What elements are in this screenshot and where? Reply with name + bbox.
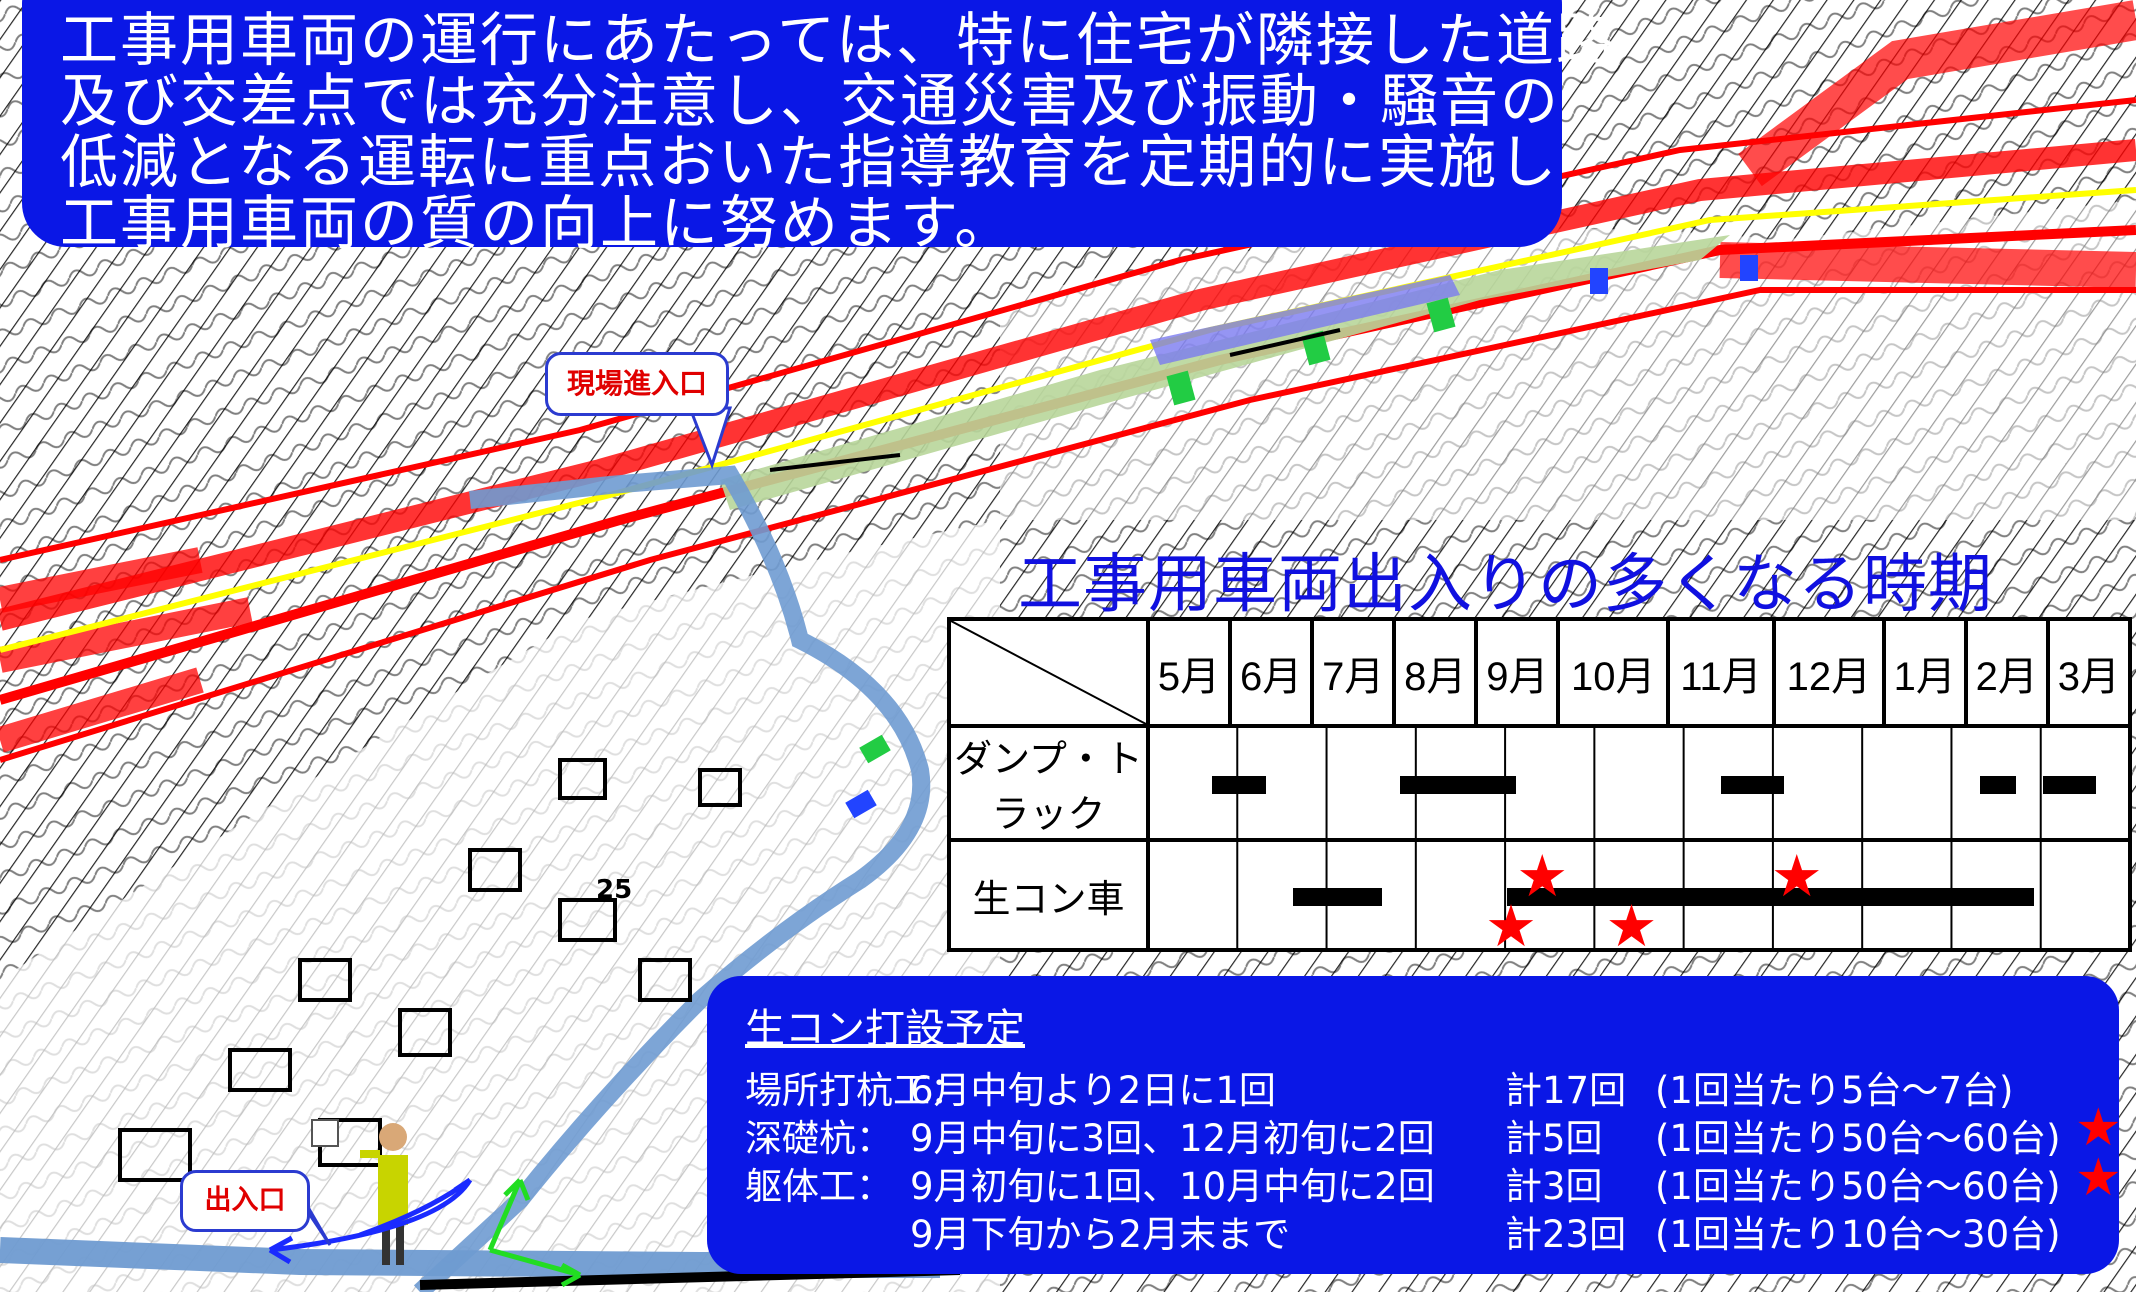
plan-total: 計17回 xyxy=(1505,1069,1627,1112)
plan-schedule: 6月中旬より2日に1回 xyxy=(910,1069,1276,1112)
month-cell: 7月 xyxy=(1310,617,1397,728)
plan-row: 躯体工： 9月初旬に1回、10月中旬に2回 計3回 (1回当たり50台～60台) xyxy=(745,1156,2119,1208)
timeline-bar xyxy=(1212,776,1267,794)
notice-line: 工事用車両の運行にあたっては、特に住宅が隣接した道路 xyxy=(60,6,1616,74)
highway-alignment xyxy=(0,0,2136,763)
plan-name: 場所打杭工： xyxy=(745,1069,967,1112)
month-cell: 11月 xyxy=(1666,617,1777,728)
plan-total: 計23回 xyxy=(1505,1213,1627,1256)
plan-per: (1回当たり5台～7台) xyxy=(1655,1069,2014,1112)
plan-row: 場所打杭工： 6月中旬より2日に1回 計17回 (1回当たり5台～7台) xyxy=(745,1060,2119,1112)
timeline-bar xyxy=(2042,776,2097,794)
notice-line: 工事用車両の質の向上に努めます。 xyxy=(60,189,1015,257)
row-label: 生コン車 xyxy=(947,838,1150,952)
star-icon: ★ xyxy=(2075,1098,2122,1158)
schedule-title: 工事用車両出入りの多くなる時期 xyxy=(1018,548,1993,622)
site-entrance-callout: 現場進入口 xyxy=(545,352,729,416)
month-cell: 8月 xyxy=(1392,617,1479,728)
ready-mix-row: 生コン車 xyxy=(947,838,2132,952)
timeline-bar xyxy=(1399,776,1516,794)
gate-callout: 出入口 xyxy=(180,1170,310,1232)
star-icon: ★ xyxy=(2075,1148,2122,1208)
month-cell: 6月 xyxy=(1228,617,1315,728)
plan-schedule: 9月中旬に3回、12月初旬に2回 xyxy=(910,1117,1435,1160)
corner-cell xyxy=(947,617,1150,728)
month-cell: 5月 xyxy=(1145,617,1233,728)
schedule-table: 5月 6月 7月 8月 9月 10月 11月 12月 1月 2月 3月 ダンプ・… xyxy=(947,617,2133,952)
month-cell: 9月 xyxy=(1474,617,1561,728)
month-cell: 1月 xyxy=(1881,617,1968,728)
timeline-bar xyxy=(1292,888,1383,906)
plan-schedule: 9月初旬に1回、10月中旬に2回 xyxy=(910,1165,1435,1208)
dump-truck-row: ダンプ・トラック xyxy=(947,724,2132,842)
timeline-bar xyxy=(1507,888,2034,906)
concrete-plan-title: 生コン打設予定 xyxy=(745,1006,1025,1052)
notice-line: 低減となる運転に重点おいた指導教育を定期的に実施し xyxy=(60,128,1559,196)
map-label-25: 25 xyxy=(596,875,632,905)
viaduct-section xyxy=(720,235,1730,510)
plan-name: 躯体工： xyxy=(745,1165,893,1208)
access-route xyxy=(413,465,931,1292)
row-label: ダンプ・トラック xyxy=(947,724,1150,842)
star-icon: ★ xyxy=(1605,892,1658,960)
month-cell: 2月 xyxy=(1963,617,2050,728)
plan-total: 計5回 xyxy=(1505,1117,1603,1160)
ready-mix-timeline xyxy=(1146,838,2132,952)
plan-schedule: 9月下旬から2月末まで xyxy=(910,1213,1291,1256)
plan-per: (1回当たり10台～30台) xyxy=(1655,1213,2061,1256)
houses xyxy=(118,758,742,1182)
month-header-row: 5月 6月 7月 8月 9月 10月 11月 12月 1月 2月 3月 xyxy=(947,617,2133,728)
plan-name: 深礎杭： xyxy=(745,1117,893,1160)
month-cell: 12月 xyxy=(1772,617,1886,728)
flagman-icon xyxy=(311,1119,408,1265)
plan-per: (1回当たり50台～60台) xyxy=(1655,1165,2061,1208)
timeline-bar xyxy=(1721,776,1784,794)
plan-total: 計3回 xyxy=(1505,1165,1603,1208)
plan-row: 深礎杭： 9月中旬に3回、12月初旬に2回 計5回 (1回当たり50台～60台) xyxy=(745,1108,2119,1160)
dump-truck-timeline xyxy=(1146,724,2132,842)
plan-per: (1回当たり50台～60台) xyxy=(1655,1117,2061,1160)
star-icon: ★ xyxy=(1485,892,1538,960)
star-icon: ★ xyxy=(1516,842,1569,910)
notice-line: 及び交差点では充分注意し、交通災害及び振動・騒音の xyxy=(60,67,1561,135)
month-cell: 10月 xyxy=(1556,617,1671,728)
month-cell: 3月 xyxy=(2045,617,2133,728)
arrow-icon xyxy=(268,1177,582,1288)
safety-notice-box: 工事用車両の運行にあたっては、特に住宅が隣接した道路 及び交差点では充分注意し、… xyxy=(22,0,1616,254)
plan-row: 9月下旬から2月末まで 計23回 (1回当たり10台～30台) xyxy=(745,1204,2119,1256)
star-icon: ★ xyxy=(1770,842,1823,910)
timeline-bar xyxy=(1980,776,2016,794)
concrete-plan-box: 生コン打設予定 場所打杭工： 6月中旬より2日に1回 計17回 (1回当たり5台… xyxy=(707,976,2119,1274)
